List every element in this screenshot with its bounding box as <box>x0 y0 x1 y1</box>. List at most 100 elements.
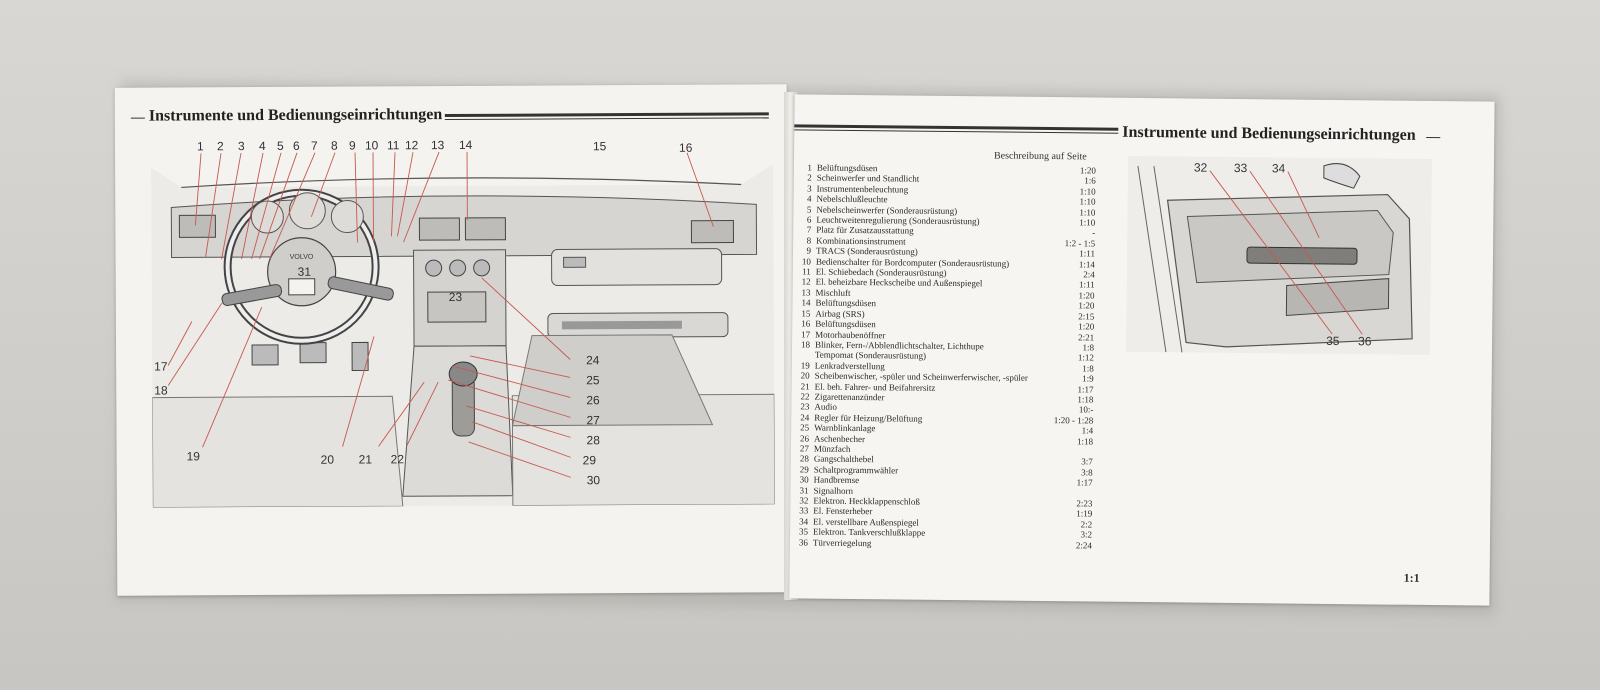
item-number: 20 <box>800 370 810 381</box>
callout-4: 4 <box>258 138 266 154</box>
item-number: 16 <box>801 318 811 329</box>
item-number: 6 <box>806 214 812 225</box>
item-number: 2 <box>807 172 812 183</box>
callout-25: 25 <box>586 373 600 388</box>
item-number: 32 <box>799 495 809 506</box>
item-number: 25 <box>800 422 810 433</box>
item-number: 36 <box>798 537 809 548</box>
item-number: 13 <box>801 287 811 298</box>
title-rule-right-end <box>1426 136 1441 139</box>
item-number: 28 <box>799 453 809 464</box>
item-number: 12 <box>801 276 811 287</box>
item-page-ref: 1:2 - 1:5 <box>1064 238 1096 249</box>
item-number: 34 <box>799 516 809 527</box>
item-page-ref <box>1036 487 1092 498</box>
item-page-ref: 2:23 <box>1076 498 1093 509</box>
item-page-ref: 1:20 <box>1079 165 1096 176</box>
item-page-ref: 1:10 <box>1079 196 1096 207</box>
left-page-title: Instrumente und Bedienungseinrichtungen <box>148 106 443 125</box>
callout-22: 22 <box>390 452 405 467</box>
item-page-ref: 1:20 <box>1078 300 1095 311</box>
callout-10: 10 <box>364 138 379 153</box>
item-page-ref: - <box>1092 227 1096 238</box>
item-number: 9 <box>806 245 812 256</box>
item-page-ref: 1:9 <box>1082 373 1094 384</box>
item-page-ref: 2:21 <box>1078 331 1095 342</box>
item-page-ref: 1:17 <box>1076 477 1093 488</box>
callout-7: 7 <box>310 138 318 153</box>
callout-29: 29 <box>582 453 597 468</box>
door-panel-illustration <box>1125 155 1433 356</box>
steering-logo: VOLVO <box>290 254 314 261</box>
item-page-ref: 1:20 <box>1078 290 1095 301</box>
callout-17: 17 <box>154 359 168 374</box>
item-page-ref: 1:17 <box>1077 383 1094 395</box>
item-page-ref: 2:24 <box>1075 539 1093 551</box>
callout-11: 11 <box>386 138 400 153</box>
item-number: 1 <box>807 162 812 173</box>
item-number: 11 <box>802 266 811 277</box>
item-page-ref: 1:10 <box>1079 206 1096 218</box>
dashboard-illustration: VOLVO <box>150 144 775 508</box>
item-page-ref: 2:4 <box>1083 269 1095 280</box>
callout-35: 35 <box>1326 333 1340 349</box>
item-number: 19 <box>800 360 810 371</box>
right-page: Instrumente und Bedienungseinrichtungen … <box>789 94 1495 606</box>
callout-3: 3 <box>237 139 245 154</box>
item-number: 24 <box>800 412 810 423</box>
item-page-ref: 3:8 <box>1081 467 1093 478</box>
callout-14: 14 <box>458 137 473 152</box>
callout-34: 34 <box>1271 161 1286 176</box>
callout-21: 21 <box>358 452 373 467</box>
item-page-ref: 1:11 <box>1079 248 1096 259</box>
callout-26: 26 <box>586 393 600 408</box>
item-page-ref: 1:12 <box>1077 352 1094 363</box>
item-number: 21 <box>800 380 810 392</box>
item-page-ref: 1:8 <box>1082 342 1095 353</box>
item-page-ref: 1:11 <box>1078 279 1095 290</box>
item-number: 3 <box>807 183 812 194</box>
item-number: 31 <box>799 485 809 496</box>
title-rule-left-start <box>130 117 145 119</box>
item-number: 17 <box>801 328 811 340</box>
callout-19: 19 <box>186 449 201 464</box>
item-number: 26 <box>800 432 810 444</box>
callout-8: 8 <box>330 138 338 153</box>
callout-30: 30 <box>586 473 601 488</box>
item-number: 35 <box>799 526 809 537</box>
callout-16: 16 <box>678 140 693 155</box>
right-page-title: Instrumente und Bedienungseinrichtungen <box>1122 123 1416 144</box>
item-number: 29 <box>799 464 809 475</box>
callout-28: 28 <box>586 433 600 448</box>
callout-15: 15 <box>592 139 607 154</box>
item-number: 14 <box>801 297 811 308</box>
item-page-ref: 10:- <box>1078 404 1094 415</box>
callout-13: 13 <box>430 138 445 153</box>
title-rule-left <box>444 112 769 118</box>
item-page-ref: 2:2 <box>1080 519 1093 530</box>
item-page-ref: 3:2 <box>1080 529 1093 540</box>
item-page-ref: 1:8 <box>1082 363 1094 374</box>
callout-32: 32 <box>1193 160 1208 175</box>
item-page-ref: 1:20 - 1:28 <box>1053 414 1094 426</box>
item-number: 4 <box>807 193 812 204</box>
callout-18: 18 <box>154 383 168 398</box>
item-label: Türverriegelung <box>812 537 872 548</box>
item-number: 27 <box>799 443 810 454</box>
item-page-ref: 3:7 <box>1081 456 1093 467</box>
page-number: 1:1 <box>1403 570 1420 585</box>
item-page-ref: 1:18 <box>1076 435 1094 447</box>
item-page-ref: 1:10 <box>1079 217 1096 228</box>
callout-20: 20 <box>320 452 335 467</box>
item-number: 10 <box>801 256 811 267</box>
item-page-ref: 1:14 <box>1078 258 1095 270</box>
callout-31: 31 <box>297 264 312 279</box>
callout-9: 9 <box>348 138 356 153</box>
callout-12: 12 <box>404 138 419 153</box>
item-page-ref: 1:10 <box>1079 186 1096 197</box>
item-page-ref: 1:20 <box>1078 321 1095 332</box>
item-page-ref: 1:4 <box>1081 425 1094 436</box>
item-number <box>796 350 815 361</box>
